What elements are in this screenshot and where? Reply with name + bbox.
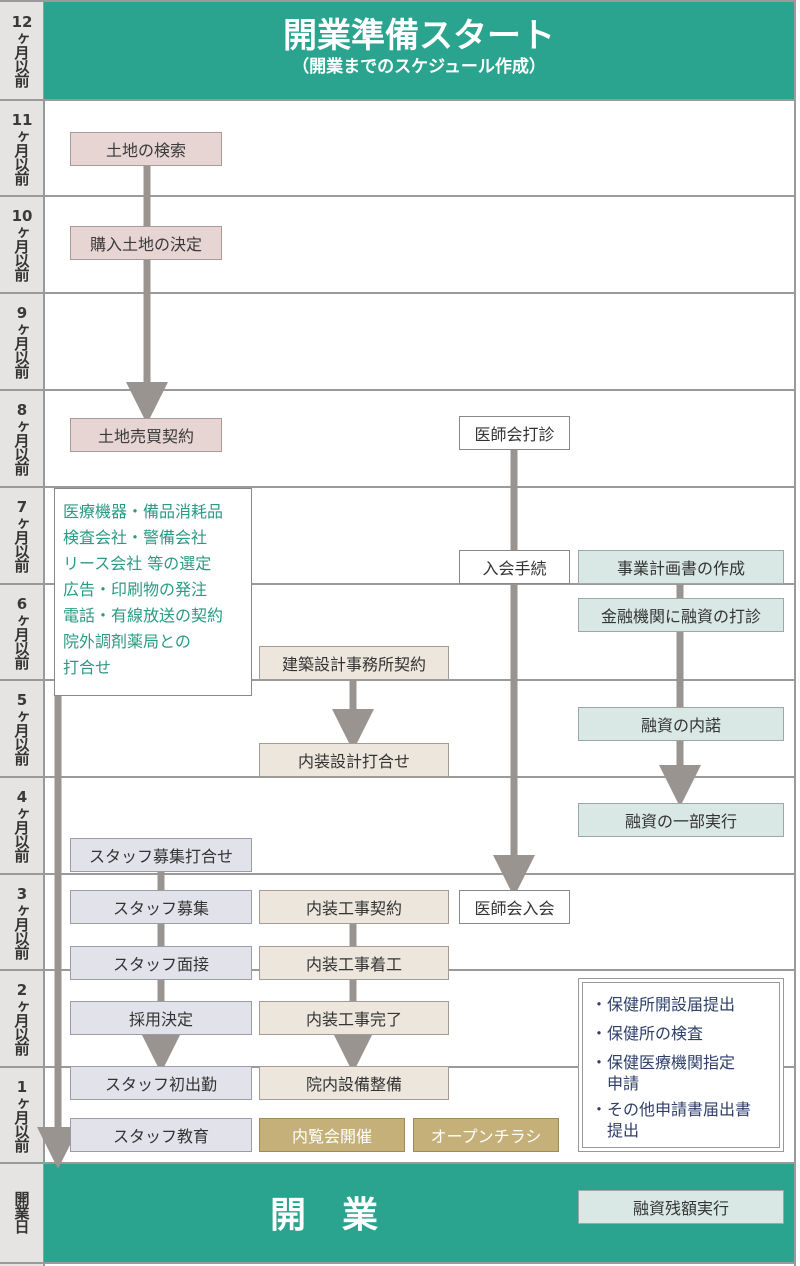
business-plan-box: 事業計画書の作成	[578, 550, 784, 584]
page-subtitle: （開業までのスケジュール作成）	[292, 57, 546, 77]
application-item: 提出	[591, 1121, 640, 1140]
equipment-list-box: 医療機器・備品消耗品 検査会社・警備会社 リース会社 等の選定 広告・印刷物の発…	[54, 488, 252, 696]
equipment-item: 電話・有線放送の契約	[63, 606, 224, 625]
loan-remaining-box: 融資残額実行	[578, 1190, 784, 1224]
grid-line	[0, 0, 796, 2]
grid-line	[0, 679, 796, 681]
grid-line	[0, 1262, 796, 1264]
grid-line	[0, 486, 796, 488]
staff-recruit-meeting-box: スタッフ募集打合せ	[70, 838, 252, 872]
application-item: ・保健所開設届提出	[591, 995, 736, 1014]
land-contract-box: 土地売買契約	[70, 418, 222, 452]
medical-application-box: 入会手続	[459, 550, 570, 584]
start-banner: 開業準備スタート （開業までのスケジュール作成）	[44, 2, 794, 99]
equipment-item: 検査会社・警備会社	[63, 528, 208, 547]
applications-box: ・保健所開設届提出 ・保健所の検査 ・保健医療機関指定 申請 ・その他申請書届出…	[578, 978, 784, 1152]
grid-line	[0, 1162, 796, 1164]
medical-join-box: 医師会入会	[459, 890, 570, 924]
equipment-item: リース会社 等の選定	[63, 554, 212, 573]
grid-line	[0, 99, 796, 101]
equipment-item: 広告・印刷物の発注	[63, 580, 208, 599]
interior-start-box: 内装工事着工	[259, 946, 449, 980]
staff-interview-box: スタッフ面接	[70, 946, 252, 980]
interior-design-box: 内装設計打合せ	[259, 743, 449, 777]
medical-consult-box: 医師会打診	[459, 416, 570, 450]
application-item: ・保健医療機関指定	[591, 1053, 736, 1072]
architect-contract-box: 建築設計事務所契約	[259, 646, 449, 680]
facility-setup-box: 院内設備整備	[259, 1066, 449, 1100]
grid-line	[0, 583, 796, 585]
equipment-item: 院外調剤薬局との	[63, 632, 191, 651]
grid-line	[0, 873, 796, 875]
grid-line	[0, 776, 796, 778]
land-search-box: 土地の検索	[70, 132, 222, 166]
bank-consult-box: 金融機関に融資の打診	[578, 598, 784, 632]
grid-line	[0, 389, 796, 391]
application-item: ・その他申請書届出書	[591, 1100, 752, 1119]
opening-flyer-box: オープンチラシ	[413, 1118, 559, 1152]
loan-approval-box: 融資の内諾	[578, 707, 784, 741]
column-divider	[43, 0, 45, 1266]
equipment-item: 打合せ	[63, 658, 112, 677]
application-item: ・保健所の検査	[591, 1024, 704, 1043]
grid-line	[0, 292, 796, 294]
interior-complete-box: 内装工事完了	[259, 1001, 449, 1035]
staff-training-box: スタッフ教育	[70, 1118, 252, 1152]
land-decision-box: 購入土地の決定	[70, 226, 222, 260]
staff-first-day-box: スタッフ初出勤	[70, 1066, 252, 1100]
staff-recruit-box: スタッフ募集	[70, 890, 252, 924]
month-column	[0, 0, 44, 1266]
applications-inner: ・保健所開設届提出 ・保健所の検査 ・保健医療機関指定 申請 ・その他申請書届出…	[582, 982, 780, 1148]
equipment-item: 医療機器・備品消耗品	[63, 502, 224, 521]
opening-title: 開 業	[269, 1194, 378, 1236]
right-border	[794, 0, 796, 1266]
grid-line	[0, 195, 796, 197]
month-label-opening: 開業日	[12, 1191, 31, 1233]
staff-hiring-box: 採用決定	[70, 1001, 252, 1035]
open-house-box: 内覧会開催	[259, 1118, 405, 1152]
interior-contract-box: 内装工事契約	[259, 890, 449, 924]
application-item: 申請	[591, 1074, 640, 1093]
loan-partial-box: 融資の一部実行	[578, 803, 784, 837]
page-title: 開業準備スタート	[283, 16, 555, 56]
